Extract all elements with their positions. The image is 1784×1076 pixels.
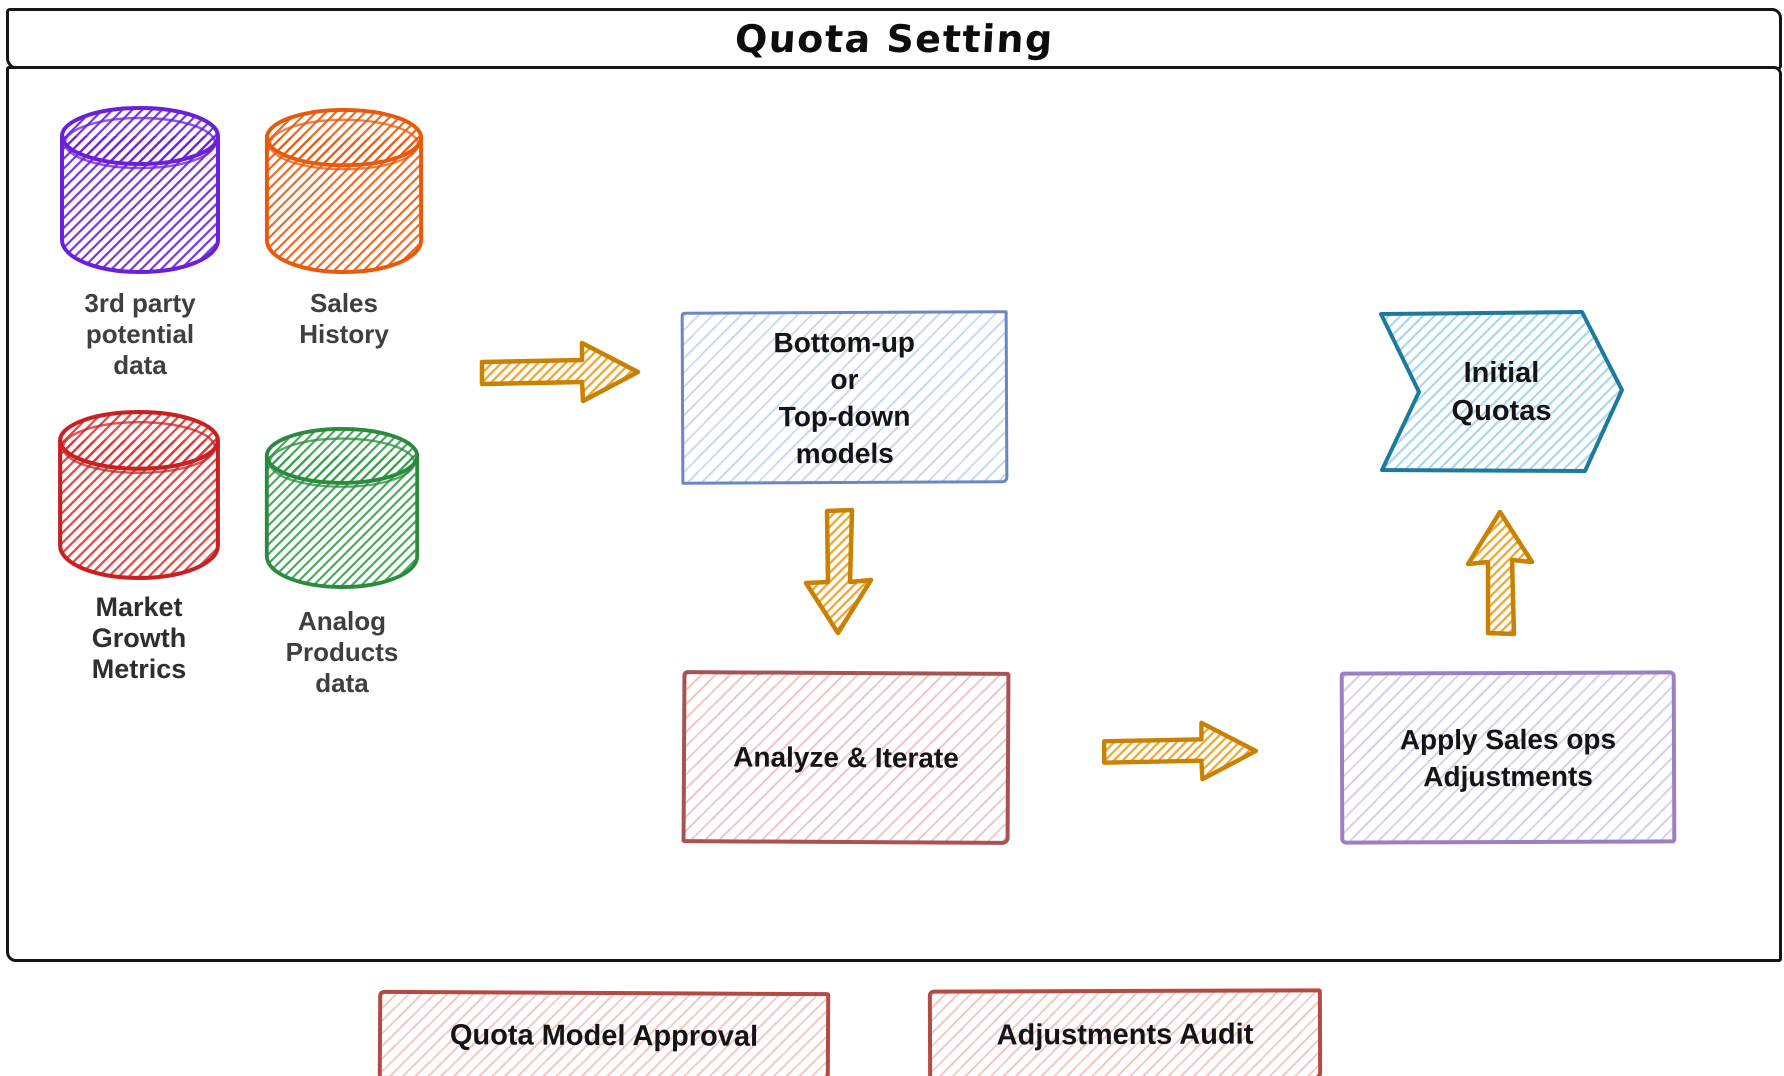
- arrow-up-icon: [1464, 508, 1536, 638]
- database-icon: [264, 107, 424, 275]
- database-label-market-growth: Market Growth Metrics: [91, 592, 187, 684]
- database-cylinder-third-party[interactable]: [56, 102, 224, 276]
- database-cylinder-market-growth[interactable]: [54, 406, 224, 582]
- diagram-title: Quota Setting: [733, 17, 1055, 61]
- node-analyze-iterate[interactable]: Analyze & Iterate: [681, 670, 1011, 845]
- database-icon: [58, 410, 220, 580]
- arrow-down-icon: [800, 506, 876, 638]
- database-cylinder-sales-history[interactable]: [260, 104, 428, 276]
- node-models[interactable]: Bottom-up or Top-down models: [680, 310, 1009, 485]
- database-label-analog-products: Analog Products data: [285, 606, 399, 698]
- node-adjustments-audit[interactable]: Adjustments Audit: [927, 988, 1323, 1076]
- diagram-title-bar: Quota Setting: [6, 8, 1782, 70]
- database-cylinder-analog-products[interactable]: [261, 422, 423, 592]
- arrow-right-icon: [478, 336, 644, 408]
- database-icon: [264, 426, 420, 589]
- arrow-right-icon: [1098, 716, 1264, 786]
- database-label-third-party: 3rd party potential data: [84, 288, 196, 380]
- node-quota-model-approval[interactable]: Quota Model Approval: [377, 989, 831, 1076]
- node-initial-quotas[interactable]: Initial Quotas: [1378, 310, 1625, 474]
- node-apply-sales-ops-adjustments[interactable]: Apply Sales ops Adjustments: [1339, 670, 1677, 845]
- database-label-sales-history: Sales History: [299, 288, 389, 349]
- chevron-banner-label: Initial Quotas: [1451, 357, 1552, 427]
- database-icon: [60, 106, 220, 274]
- chevron-banner-shape: [1379, 310, 1624, 473]
